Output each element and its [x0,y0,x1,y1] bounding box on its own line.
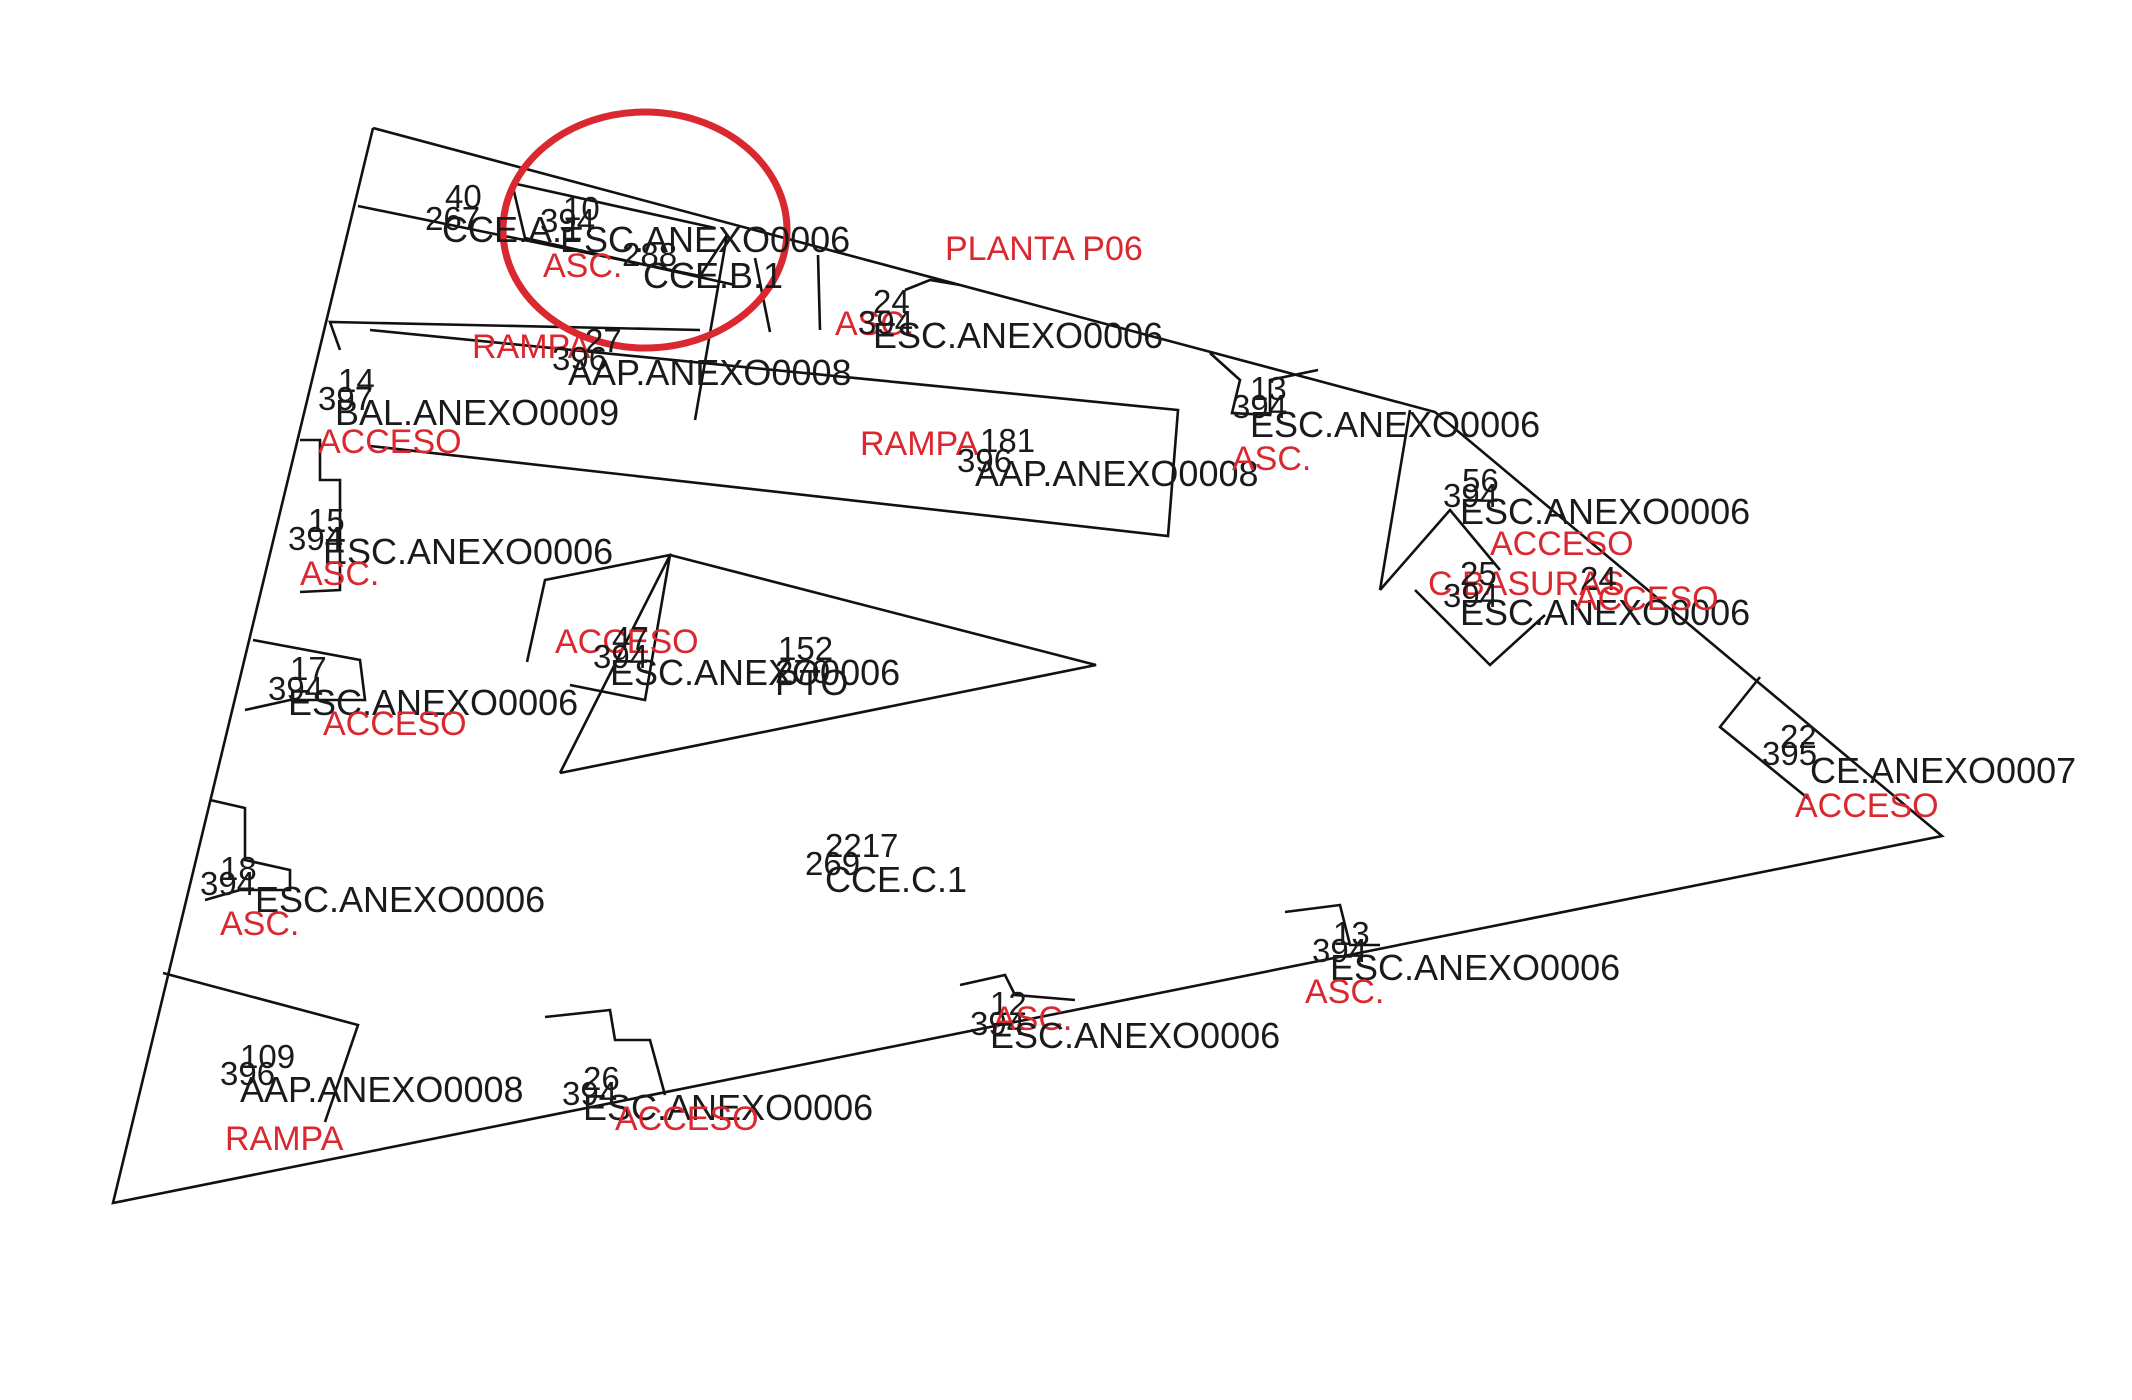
label-181: 181 [980,422,1035,459]
label-esc-bottom1: ESC.ANEXO0006 [1330,947,1620,988]
label-rampa-mid: RAMPA [860,425,979,463]
label-basuras: C.BASURAS [1428,565,1625,603]
label-asc-bottom1: ASC. [1305,973,1384,1011]
label-esc-top: ESC.ANEXO0006 [873,315,1163,356]
label-pto: PTO [775,662,848,703]
label-asc-bottom2: ASC. [993,1000,1072,1038]
label-cce-c1: CCE.C.1 [825,859,967,900]
label-esc-right3: ESC.ANEXO0006 [1460,592,1750,633]
label-cce-a1: CCE.A.1 [442,209,582,250]
label-asc-left2: ASC. [300,555,379,593]
label-394-h: 394 [268,670,323,707]
label-25: 25 [1460,555,1497,592]
label-acceso-1: ACCESO [318,423,462,461]
label-17: 17 [290,650,327,687]
label-bal: BAL.ANEXO0009 [335,392,619,433]
label-394-circle: 394 [540,202,595,239]
label-269: 269 [805,845,860,882]
label-acceso-right1: ACCESO [1490,525,1634,563]
label-ce-anexo7: CE.ANEXO0007 [1810,750,2076,791]
label-394-e: 394 [593,638,648,675]
label-esc-right1: ESC.ANEXO0006 [1250,404,1540,445]
label-acceso-far-right: ACCESO [1795,787,1939,825]
label-394-b: 394 [858,304,913,341]
label-396-c: 396 [220,1055,275,1092]
label-14: 14 [338,362,375,399]
label-288: 288 [622,236,677,273]
label-esc-bottom3: ESC.ANEXO0006 [583,1087,873,1128]
label-esc-left3: ESC.ANEXO0006 [288,682,578,723]
floor-label: PLANTA P06 [945,230,1143,268]
label-396-a: 396 [552,340,607,377]
label-aap-3: AAP.ANEXO0008 [240,1069,524,1110]
label-394-d: 394 [288,520,343,557]
label-2217: 2217 [825,827,898,864]
label-13-bottom: 13 [1333,915,1370,952]
plan-labels: 40 267 CCE.A.1 10 394 ESC.ANEXO0006 288 … [200,178,2076,1158]
label-270: 270 [775,653,830,690]
label-394-c: 394 [1232,388,1287,425]
label-asc-right1: ASC. [1232,440,1311,478]
label-acceso-bottom: ACCESO [615,1100,759,1138]
label-18: 18 [220,850,257,887]
label-esc-circle: ESC.ANEXO0006 [560,219,850,260]
label-10: 10 [563,190,600,227]
label-395: 395 [1762,735,1817,772]
label-rampa-bottom: RAMPA [225,1120,344,1158]
label-109: 109 [240,1038,295,1075]
label-394-f: 394 [1443,477,1498,514]
label-394-l: 394 [562,1075,617,1112]
label-acceso-left3: ACCESO [323,705,467,743]
label-152: 152 [778,630,833,667]
label-394-i: 394 [200,865,255,902]
label-cce-b1: CCE.B.1 [643,255,783,296]
highlight-circle [499,108,791,352]
label-22: 22 [1780,718,1817,755]
label-asc-left4: ASC. [220,905,299,943]
label-267: 267 [425,200,480,237]
label-esc-center: ESC.ANEXO0006 [610,652,900,693]
label-24: 24 [873,283,910,320]
label-aap-2: AAP.ANEXO0008 [975,453,1259,494]
label-396-b: 396 [957,442,1012,479]
label-aap-1: AAP.ANEXO0008 [568,352,852,393]
label-394-j: 394 [1312,932,1367,969]
label-56: 56 [1462,462,1499,499]
label-asc-top: ASC. [835,305,914,343]
label-24-right: 24 [1580,560,1617,597]
label-26: 26 [583,1060,620,1097]
label-47: 47 [612,620,649,657]
label-394-k: 394 [970,1005,1025,1042]
label-asc-circle: ASC. [543,247,622,285]
label-397: 397 [318,380,373,417]
label-esc-bottom2: ESC.ANEXO0006 [990,1015,1280,1056]
label-40: 40 [445,178,482,215]
label-esc-left2: ESC.ANEXO0006 [323,531,613,572]
label-13-right: 13 [1250,370,1287,407]
label-esc-left4: ESC.ANEXO0006 [255,879,545,920]
label-acceso-right2: ACCESO [1575,580,1719,618]
building-outline [111,126,1945,1205]
label-394-g: 394 [1443,577,1498,614]
label-acceso-center: ACCESO [555,623,699,661]
label-12: 12 [990,985,1027,1022]
label-esc-right2: ESC.ANEXO0006 [1460,491,1750,532]
label-rampa-top: RAMPA [472,328,591,366]
label-27: 27 [585,322,622,359]
label-15: 15 [308,502,345,539]
